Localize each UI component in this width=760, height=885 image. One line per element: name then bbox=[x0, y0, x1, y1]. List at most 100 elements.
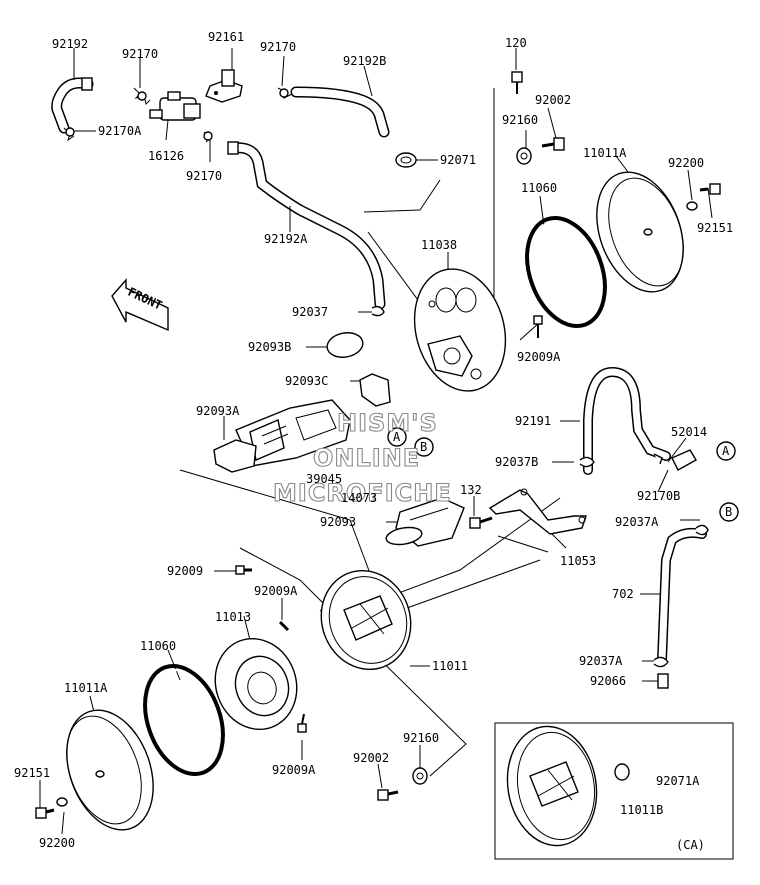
label-92160-top: 92160 bbox=[502, 113, 538, 127]
watermark-line-1: HISM'S bbox=[337, 409, 438, 437]
label-11038: 11038 bbox=[421, 238, 457, 252]
label-92066: 92066 bbox=[590, 674, 626, 688]
bolt-92009 bbox=[235, 565, 252, 575]
bracket-11053 bbox=[488, 488, 587, 535]
label-92093B: 92093B bbox=[248, 340, 291, 354]
hose-92192A bbox=[227, 141, 386, 310]
washer-92200-low bbox=[56, 797, 68, 807]
filter-11013 bbox=[214, 637, 298, 731]
label-92002-top: 92002 bbox=[535, 93, 571, 107]
front-arrow-icon: FRONT bbox=[111, 278, 169, 332]
ref-B-mid: B bbox=[420, 440, 427, 454]
ref-A-right: A bbox=[722, 444, 730, 458]
housing-11011 bbox=[320, 569, 412, 671]
label-92071A: 92071A bbox=[656, 774, 700, 788]
gasket-92093C bbox=[359, 373, 391, 407]
label-11060-low: 11060 bbox=[140, 639, 176, 653]
hose-92191 bbox=[583, 366, 671, 475]
bolt-92009A-a bbox=[278, 620, 290, 632]
spacer-92160-top bbox=[516, 147, 532, 165]
cover-11011A-low bbox=[66, 709, 154, 831]
clamp-92037A-top bbox=[695, 524, 709, 536]
watermark-line-2: ONLINE bbox=[313, 444, 420, 472]
bolt-92002-top bbox=[541, 137, 565, 151]
ref-circle-B-right: B bbox=[719, 502, 739, 522]
bracket-92161 bbox=[205, 69, 243, 103]
label-92037A-low: 92037A bbox=[579, 654, 623, 668]
ref-B-right: B bbox=[725, 505, 732, 519]
bolt-92151-low bbox=[35, 807, 55, 819]
label-92009A-a: 92009A bbox=[254, 584, 298, 598]
bolt-92009A-b bbox=[297, 713, 307, 733]
part-labels: 92192 92170 92161 92170 92192B 120 92170… bbox=[14, 30, 733, 852]
fitting-52014 bbox=[671, 449, 697, 471]
label-92161: 92161 bbox=[208, 30, 244, 44]
hose-702 bbox=[657, 527, 707, 665]
label-92009: 92009 bbox=[167, 564, 203, 578]
valve-16126 bbox=[149, 91, 201, 121]
hose-92192B bbox=[290, 86, 390, 138]
label-92037A-top: 92037A bbox=[615, 515, 659, 529]
label-92093: 92093 bbox=[320, 515, 356, 529]
label-92037B: 92037B bbox=[495, 455, 538, 469]
gasket-92093A bbox=[213, 439, 257, 473]
cover-11011A-top bbox=[596, 171, 684, 293]
label-39045: 39045 bbox=[306, 472, 342, 486]
label-92009A-mid: 92009A bbox=[517, 350, 561, 364]
label-16126: 16126 bbox=[148, 149, 184, 163]
inset-ca bbox=[494, 722, 734, 860]
ref-A-mid: A bbox=[393, 430, 401, 444]
label-92192: 92192 bbox=[52, 37, 88, 51]
label-92151-top: 92151 bbox=[697, 221, 733, 235]
bolt-92151-top bbox=[699, 183, 721, 195]
label-92009A-b: 92009A bbox=[272, 763, 316, 777]
label-11013: 11013 bbox=[215, 610, 251, 624]
label-14073: 14073 bbox=[341, 491, 377, 505]
label-92093C: 92093C bbox=[285, 374, 328, 388]
washer-92200-top bbox=[686, 201, 698, 211]
clamp-92037 bbox=[371, 305, 385, 317]
gasket-11060-top bbox=[525, 215, 607, 329]
gasket-11060-low bbox=[143, 663, 225, 777]
fitting-92066 bbox=[657, 673, 669, 689]
clamp-92170-right bbox=[277, 87, 293, 99]
label-92170-b: 92170 bbox=[260, 40, 296, 54]
label-132: 132 bbox=[460, 483, 482, 497]
label-92170-a: 92170 bbox=[122, 47, 158, 61]
watermark: HISM'S ONLINE MICROFICHE bbox=[272, 408, 452, 507]
clamp-92037A-low bbox=[653, 656, 669, 668]
leader-lines bbox=[39, 48, 713, 835]
ref-circle-A-right: A bbox=[716, 441, 736, 461]
label-92200-low: 92200 bbox=[39, 836, 75, 850]
label-92071: 92071 bbox=[440, 153, 476, 167]
clamp-92037B bbox=[579, 456, 595, 468]
spacer-92160-low bbox=[412, 767, 428, 785]
label-11060-top: 11060 bbox=[521, 181, 557, 195]
label-11053: 11053 bbox=[560, 554, 596, 568]
label-702: 702 bbox=[612, 587, 634, 601]
label-92191: 92191 bbox=[515, 414, 551, 428]
clamp-92170A bbox=[63, 127, 75, 142]
label-92002-low: 92002 bbox=[353, 751, 389, 765]
label-92037: 92037 bbox=[292, 305, 328, 319]
label-92192A: 92192A bbox=[264, 232, 308, 246]
clamp-92170-bottom bbox=[203, 131, 213, 143]
bolt-132 bbox=[469, 516, 493, 529]
label-92170-c: 92170 bbox=[186, 169, 222, 183]
watermark-line-3: MICROFICHE bbox=[273, 479, 452, 507]
label-92192B: 92192B bbox=[343, 54, 386, 68]
clamp-92170-left bbox=[133, 87, 151, 105]
bolt-92002-low bbox=[377, 789, 399, 801]
label-11011B: 11011B bbox=[620, 803, 663, 817]
duct-assembly bbox=[235, 399, 351, 467]
hose-92192 bbox=[51, 77, 94, 134]
label-52014: 52014 bbox=[671, 425, 707, 439]
ref-circle-B-mid: B bbox=[414, 437, 434, 457]
backplate-11038 bbox=[413, 268, 507, 392]
label-11011A-top: 11011A bbox=[583, 146, 627, 160]
label-120: 120 bbox=[505, 36, 527, 50]
gasket-92093 bbox=[385, 526, 423, 546]
label-11011: 11011 bbox=[432, 659, 468, 673]
label-92200-top: 92200 bbox=[668, 156, 704, 170]
